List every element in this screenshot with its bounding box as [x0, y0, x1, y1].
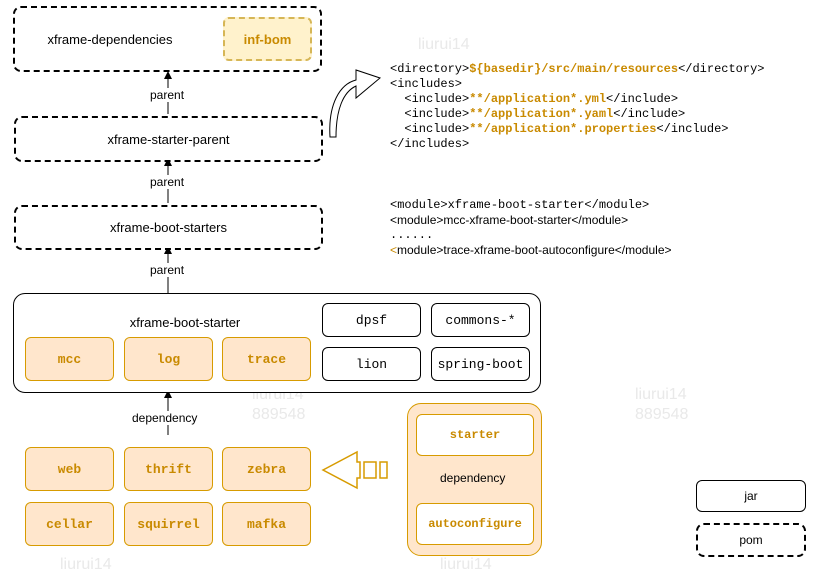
module-line: ......: [390, 228, 434, 242]
parent-label: parent: [148, 263, 187, 277]
legend-pom: pom: [696, 523, 806, 557]
lion-node: lion: [322, 347, 421, 381]
dependency-label: dependency: [130, 411, 200, 425]
modules-snippet: <module>xframe-boot-starter</module> <mo…: [390, 198, 672, 258]
watermark: liurui14 889548: [635, 386, 689, 423]
xframe-dependencies-label: xframe-dependencies: [47, 31, 173, 47]
code-line: <include>**/application*.properties</inc…: [390, 122, 729, 136]
code-line: <include>**/application*.yml</include>: [390, 92, 679, 106]
mafka-node: mafka: [222, 502, 311, 546]
inf-bom-node: inf-bom: [223, 17, 312, 61]
module-line: <module>mcc-xframe-boot-starter</module>: [390, 213, 629, 227]
code-line: <includes>: [390, 77, 463, 91]
cellar-node: cellar: [25, 502, 114, 546]
thrift-node: thrift: [124, 447, 213, 491]
code-line: </includes>: [390, 137, 470, 151]
code-line: <include>**/application*.yaml</include>: [390, 107, 686, 121]
parent-label: parent: [148, 175, 187, 189]
spring-boot-node: spring-boot: [431, 347, 530, 381]
resources-snippet: <directory>${basedir}/src/main/resources…: [390, 62, 764, 152]
dependency-label: dependency: [438, 471, 508, 485]
mcc-node: mcc: [25, 337, 114, 381]
log-node: log: [124, 337, 213, 381]
xframe-starter-parent-node: xframe-starter-parent: [14, 116, 323, 162]
commons-node: commons-*: [431, 303, 530, 337]
dpsf-node: dpsf: [322, 303, 421, 337]
squirrel-node: squirrel: [124, 502, 213, 546]
module-line: <module>xframe-boot-starter</module>: [390, 198, 650, 212]
hollow-left-arrow: [321, 450, 388, 490]
starter-node: starter: [416, 414, 534, 456]
trace-node: trace: [222, 337, 311, 381]
watermark: liurui14: [418, 36, 470, 53]
zebra-node: zebra: [222, 447, 311, 491]
parent-label: parent: [148, 88, 187, 102]
web-node: web: [25, 447, 114, 491]
code-line: <directory>${basedir}/src/main/resources…: [390, 62, 765, 76]
legend-jar: jar: [696, 480, 806, 512]
xframe-boot-starters-node: xframe-boot-starters: [14, 205, 323, 250]
module-line: <module>trace-xframe-boot-autoconfigure<…: [390, 243, 672, 257]
autoconfigure-node: autoconfigure: [416, 503, 534, 545]
curved-callout-arrow: [329, 69, 382, 138]
xframe-boot-starter-label: xframe-boot-starter: [129, 314, 241, 330]
